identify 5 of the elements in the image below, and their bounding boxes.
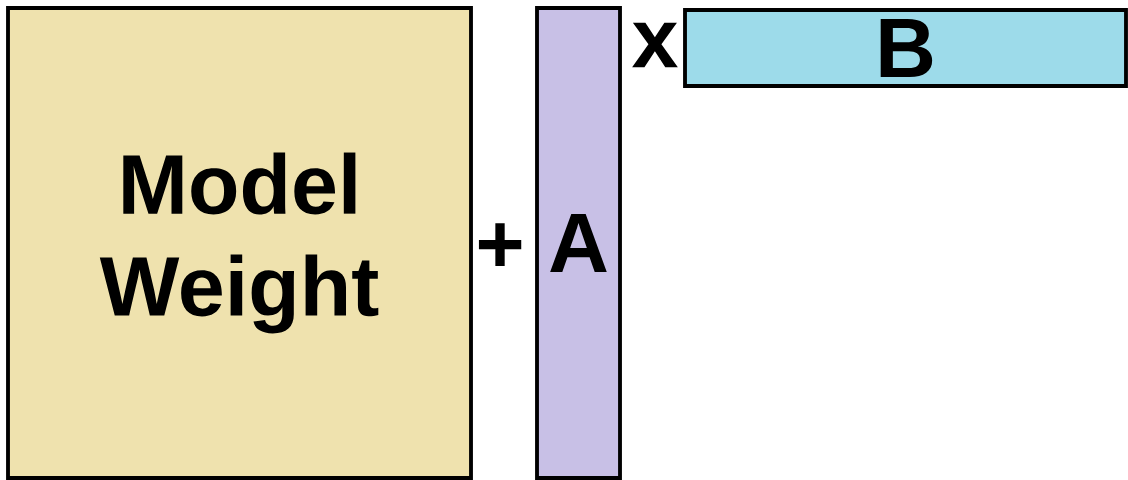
matrix-box: B <box>683 8 1128 88</box>
operator-symbol: x <box>632 22 678 68</box>
operator-symbol: + <box>478 223 522 267</box>
matrix-box: Model Weight <box>6 6 473 480</box>
matrix-box: A <box>535 6 622 480</box>
